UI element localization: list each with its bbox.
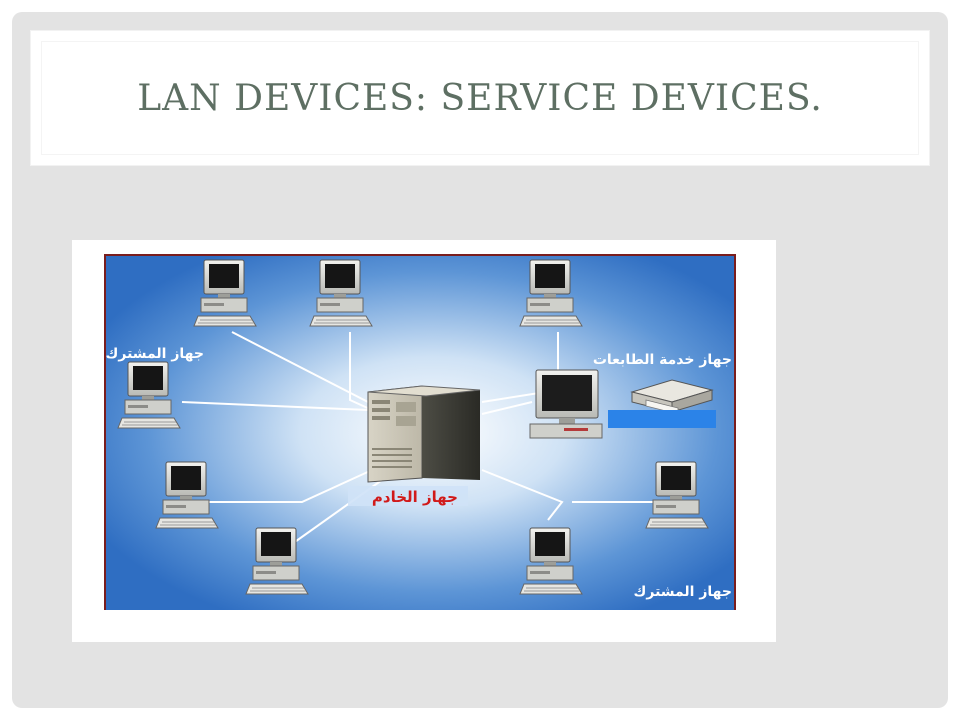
- network-diagram-frame: جهاز المشترك جهاز خدمة الطابعات جهاز الخ…: [72, 240, 776, 642]
- print-server-computer-icon: [530, 370, 602, 438]
- title-box: LAN Devices: Service Devices.: [30, 30, 930, 166]
- client-label-bottom: جهاز المشترك: [634, 584, 732, 600]
- network-diagram: جهاز المشترك جهاز خدمة الطابعات جهاز الخ…: [72, 240, 776, 642]
- printer-server-label: جهاز خدمة الطابعات: [593, 352, 732, 368]
- printer-label-box: [608, 410, 716, 428]
- title-inner-frame: LAN Devices: Service Devices.: [41, 41, 919, 155]
- client-label-top: جهاز المشترك: [106, 346, 204, 362]
- server-icon: [368, 386, 480, 482]
- slide-title: LAN Devices: Service Devices.: [137, 78, 823, 119]
- server-label: جهاز الخادم: [372, 488, 458, 506]
